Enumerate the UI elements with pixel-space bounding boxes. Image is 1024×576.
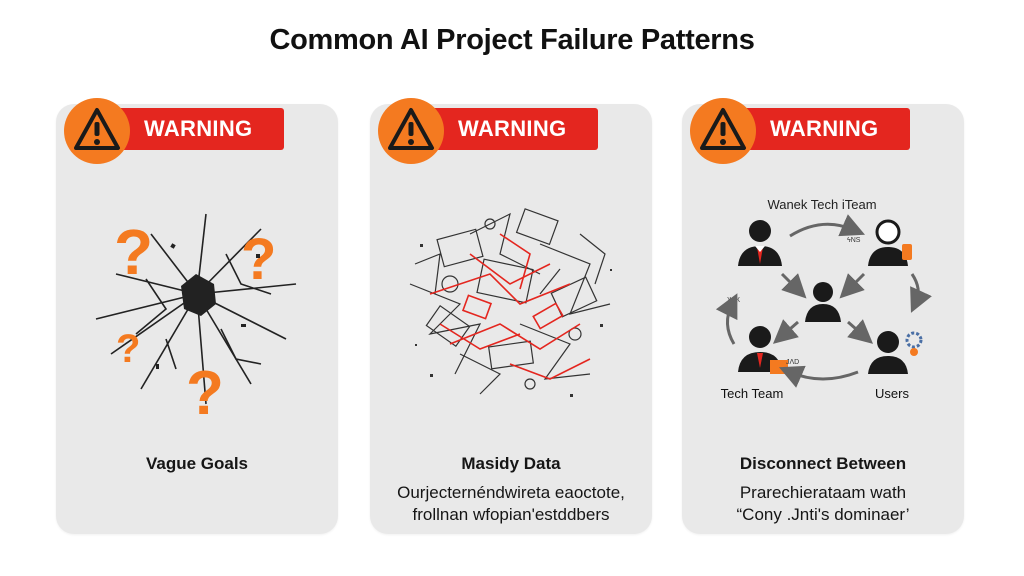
card-description-line: frollnan wfopian'estddbers bbox=[412, 505, 610, 524]
card-description-line: Prarechierataam wath bbox=[739, 483, 907, 502]
card-label: Disconnect Between bbox=[739, 454, 907, 473]
svg-text:?: ? bbox=[116, 327, 140, 371]
failure-card-disconnect: WARNING Wanek Tech iTeam ϟNS bbox=[682, 98, 964, 534]
diagram-bottom-right-label: Users bbox=[875, 386, 909, 401]
user-gear-person-icon bbox=[868, 331, 923, 374]
card-description: Ourjecternéndwireta eaoctote, frollnan … bbox=[380, 482, 642, 526]
warning-icon bbox=[690, 98, 756, 164]
user-person-icon: ϟNS bbox=[847, 219, 912, 266]
svg-text:ϟNS: ϟNS bbox=[847, 237, 861, 244]
svg-text:ЖЖ: ЖЖ bbox=[727, 297, 740, 304]
warning-banner-label: WARNING bbox=[770, 116, 879, 141]
tech-person-icon: JΛD bbox=[738, 326, 799, 374]
center-person-icon bbox=[805, 282, 841, 322]
warning-banner-label: WARNING bbox=[144, 116, 253, 141]
diagram-top-label: Wanek Tech iTeam bbox=[767, 197, 876, 212]
card-label: Vague Goals bbox=[145, 454, 249, 473]
svg-text:?: ? bbox=[241, 227, 276, 292]
disconnected-teams-cycle-icon: Wanek Tech iTeam ϟNS JΛD bbox=[715, 197, 932, 401]
card-description-line: “Cony .Jnti's dominaer’ bbox=[736, 505, 910, 524]
warning-icon bbox=[64, 98, 130, 164]
failure-card-vague-goals: WARNING ? ? ? ? Vague G bbox=[56, 98, 338, 534]
business-person-icon bbox=[738, 220, 782, 266]
warning-banner-label: WARNING bbox=[458, 116, 567, 141]
warning-icon bbox=[378, 98, 444, 164]
failure-card-messy-data: WARNING bbox=[370, 98, 652, 534]
svg-text:?: ? bbox=[186, 359, 224, 428]
card-label: Masidy Data bbox=[461, 454, 561, 473]
broken-glass-question-marks-icon: ? ? ? ? bbox=[95, 213, 297, 428]
svg-text:JΛD: JΛD bbox=[786, 359, 799, 366]
tangled-data-debris-icon bbox=[409, 208, 612, 397]
diagram-bottom-left-label: Tech Team bbox=[721, 386, 784, 401]
page-title: Common AI Project Failure Patterns bbox=[269, 24, 755, 56]
svg-text:?: ? bbox=[114, 216, 153, 288]
card-description-line: Ourjecternéndwireta eaoctote, bbox=[397, 483, 625, 502]
card-description: Prarechierataam wath “Cony .Jnti's domin… bbox=[692, 482, 954, 526]
